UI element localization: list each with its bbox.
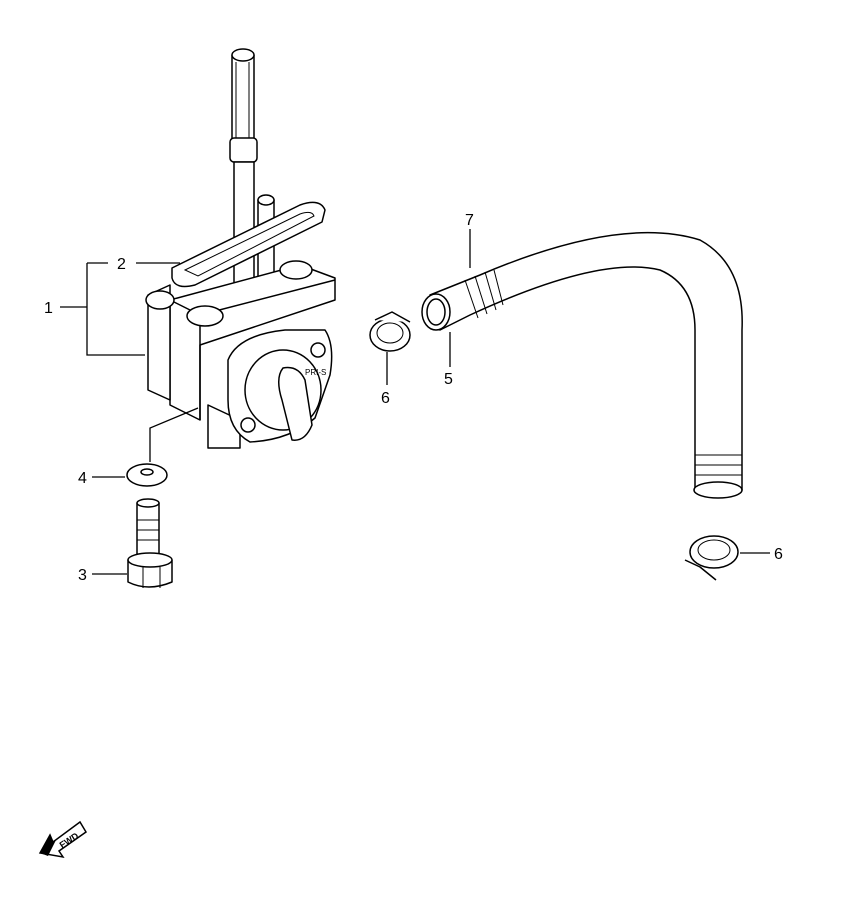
washer[interactable] <box>126 463 168 487</box>
callout-3: 3 <box>78 567 87 584</box>
fwd-arrow-icon: FWD <box>38 820 88 859</box>
leader-lines <box>60 229 770 575</box>
callout-4: 4 <box>78 470 87 487</box>
hose[interactable] <box>421 231 743 499</box>
gasket[interactable] <box>171 201 326 288</box>
clamp[interactable] <box>684 535 739 581</box>
bolt[interactable] <box>127 498 173 588</box>
clamp[interactable] <box>369 311 411 352</box>
callout-6-left: 6 <box>381 390 390 407</box>
lever-marking: PRI-S <box>305 368 326 377</box>
callout-5: 5 <box>444 371 453 388</box>
callout-2: 2 <box>117 256 126 273</box>
callout-6-right: 6 <box>774 546 783 563</box>
callout-7: 7 <box>465 212 474 229</box>
callout-1: 1 <box>44 300 53 317</box>
